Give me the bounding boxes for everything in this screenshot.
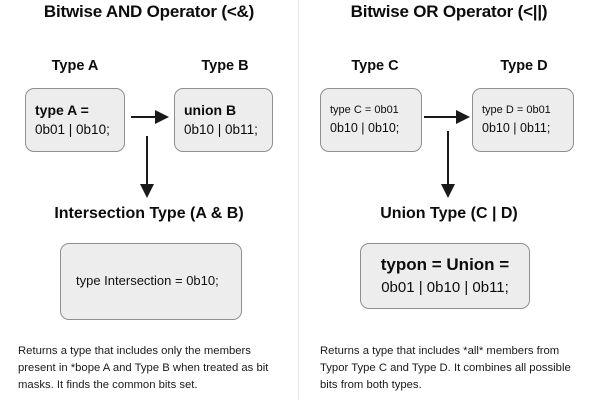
panel-bitwise-and: Bitwise AND Operator (<&) Type A Type B …: [0, 0, 298, 400]
box-type-d-line1: type D = 0b01: [482, 103, 551, 116]
box-intersection-result-line1: type Intersection = 0b10;: [76, 273, 219, 289]
panel-bitwise-or: Bitwise OR Operator (<||) Type C Type D …: [300, 0, 598, 400]
caption-or: Returns a type that includes *all* membe…: [320, 345, 571, 392]
panel-title-and: Bitwise AND Operator (<&): [43, 2, 255, 21]
type-label-d: Type D: [500, 58, 548, 74]
box-intersection-result: type Intersection = 0b10;: [60, 243, 242, 320]
box-type-d: type D = 0b01 0b10 | 0b11;: [472, 88, 574, 152]
box-type-a: type A = 0b01 | 0b10;: [25, 88, 125, 152]
box-type-a-line2: 0b01 | 0b10;: [35, 122, 110, 138]
panel-title-or: Bitwise OR Operator (<||): [350, 2, 548, 21]
type-label-a: Type A: [51, 58, 99, 74]
section-title-union: Union Type (C | D): [380, 205, 518, 222]
box-type-a-line1: type A =: [35, 102, 89, 119]
box-union-result: typon = Union = 0b01 | 0b10 | 0b11;: [360, 243, 530, 309]
box-type-c-line2: 0b10 | 0b10;: [330, 120, 400, 135]
caption-and: Returns a type that includes only the me…: [18, 345, 269, 392]
box-union-result-line1: typon = Union =: [380, 254, 510, 274]
panel-divider: [298, 0, 299, 400]
type-label-c: Type C: [351, 58, 399, 74]
box-union-result-line2: 0b01 | 0b10 | 0b11;: [381, 279, 509, 297]
box-type-c: type C = 0b01 0b10 | 0b10;: [320, 88, 422, 152]
box-type-b-line1: union B: [184, 102, 237, 119]
type-label-b: Type B: [201, 58, 249, 74]
box-type-b-line2: 0b10 | 0b11;: [184, 122, 258, 138]
section-title-intersection: Intersection Type (A & B): [54, 205, 244, 222]
box-type-c-line1: type C = 0b01: [330, 103, 399, 116]
box-type-d-line2: 0b10 | 0b11;: [482, 120, 551, 135]
box-type-b: union B 0b10 | 0b11;: [174, 88, 273, 152]
